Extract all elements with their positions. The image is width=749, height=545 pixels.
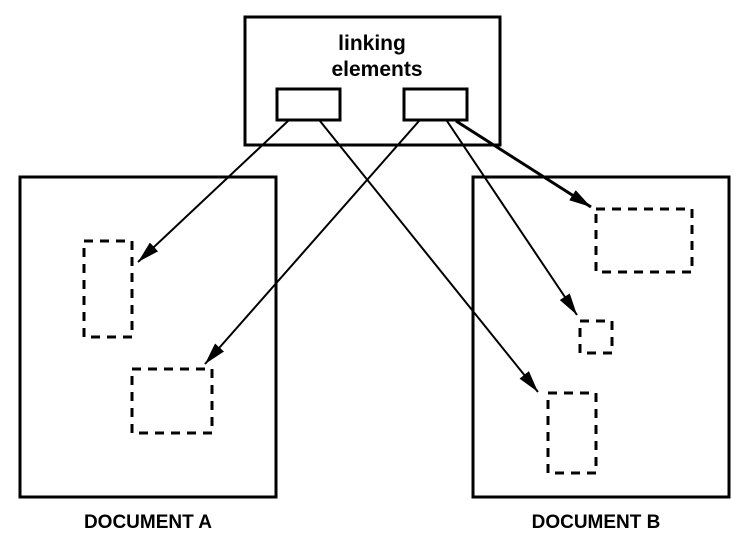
document-b-target-3 <box>546 391 598 475</box>
document-a-target-2 <box>130 367 214 435</box>
linking-elements-title-line1: linking <box>338 32 406 55</box>
document-b-label: DOCUMENT B <box>532 512 661 533</box>
link-arrow-2-to-b1 <box>455 119 592 209</box>
document-a-target-1 <box>82 239 134 339</box>
document-b-box <box>471 175 731 499</box>
link-arrow-2-to-a2 <box>204 120 420 365</box>
linking-element-1 <box>275 87 342 122</box>
linking-elements-title-line2: elements <box>331 58 422 81</box>
document-b-target-1 <box>594 207 694 274</box>
link-arrow-2-to-b2 <box>446 120 578 316</box>
document-a-box <box>18 175 278 499</box>
linking-element-2 <box>402 87 469 122</box>
document-a-label: DOCUMENT A <box>84 512 212 533</box>
document-b-target-2 <box>578 319 614 355</box>
link-arrow-1-to-b3 <box>319 120 539 393</box>
linking-elements-box <box>243 15 502 147</box>
link-arrow-1-to-a1 <box>137 120 289 263</box>
